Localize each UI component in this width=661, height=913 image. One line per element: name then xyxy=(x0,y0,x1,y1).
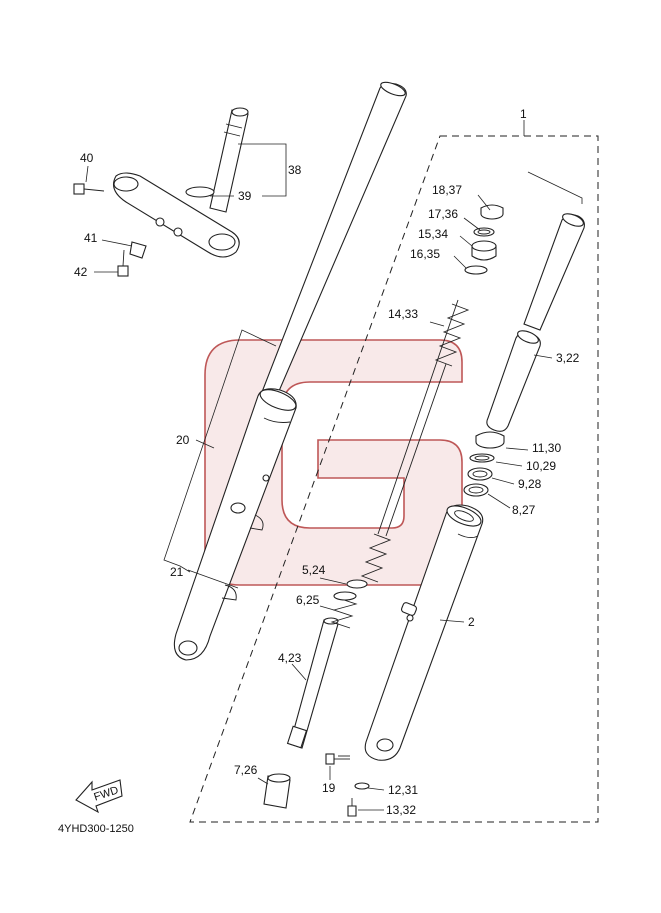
label-7-26: 7,26 xyxy=(234,763,258,777)
steering-assembly xyxy=(73,107,249,277)
bolt-19 xyxy=(325,753,350,765)
label-16-35: 16,35 xyxy=(410,247,440,261)
label-1: 1 xyxy=(520,107,527,121)
inner-tube xyxy=(486,213,585,432)
drain-hardware xyxy=(347,782,370,817)
label-10-29: 10,29 xyxy=(526,459,556,473)
label-2: 2 xyxy=(468,615,475,629)
label-40: 40 xyxy=(80,151,94,165)
seal-stack xyxy=(463,431,505,497)
label-17-36: 17,36 xyxy=(428,207,458,221)
fork-left-assembly xyxy=(173,81,407,661)
label-20: 20 xyxy=(176,433,190,447)
label-39: 39 xyxy=(238,189,252,203)
label-18-37: 18,37 xyxy=(432,183,462,197)
oil-lock-piece xyxy=(263,773,291,809)
label-19: 19 xyxy=(322,781,336,795)
label-12-31: 12,31 xyxy=(388,783,418,797)
label-3-22: 3,22 xyxy=(556,351,580,365)
label-42: 42 xyxy=(74,265,88,279)
label-11-30: 11,30 xyxy=(532,441,561,455)
label-14-33: 14,33 xyxy=(388,307,418,321)
label-38: 38 xyxy=(288,163,302,177)
outer-tube xyxy=(364,504,484,761)
fwd-arrow-icon: FWD xyxy=(75,779,123,814)
bracket-20-21 xyxy=(163,329,277,573)
label-41: 41 xyxy=(84,231,98,245)
fork-spring xyxy=(360,299,470,583)
assembly-outline xyxy=(189,135,599,823)
rebound-spring xyxy=(330,579,368,629)
label-9-28: 9,28 xyxy=(518,477,542,491)
cap-stack xyxy=(464,204,504,275)
damper-rod xyxy=(286,617,339,749)
label-6-25: 6,25 xyxy=(296,593,320,607)
label-21: 21 xyxy=(170,565,184,579)
label-5-24: 5,24 xyxy=(302,563,326,577)
diagram-code: 4YHD300-1250 xyxy=(58,823,134,835)
label-15-34: 15,34 xyxy=(418,227,448,241)
label-8-27: 8,27 xyxy=(512,503,536,517)
label-4-23: 4,23 xyxy=(278,651,302,665)
label-13-32: 13,32 xyxy=(386,803,416,817)
